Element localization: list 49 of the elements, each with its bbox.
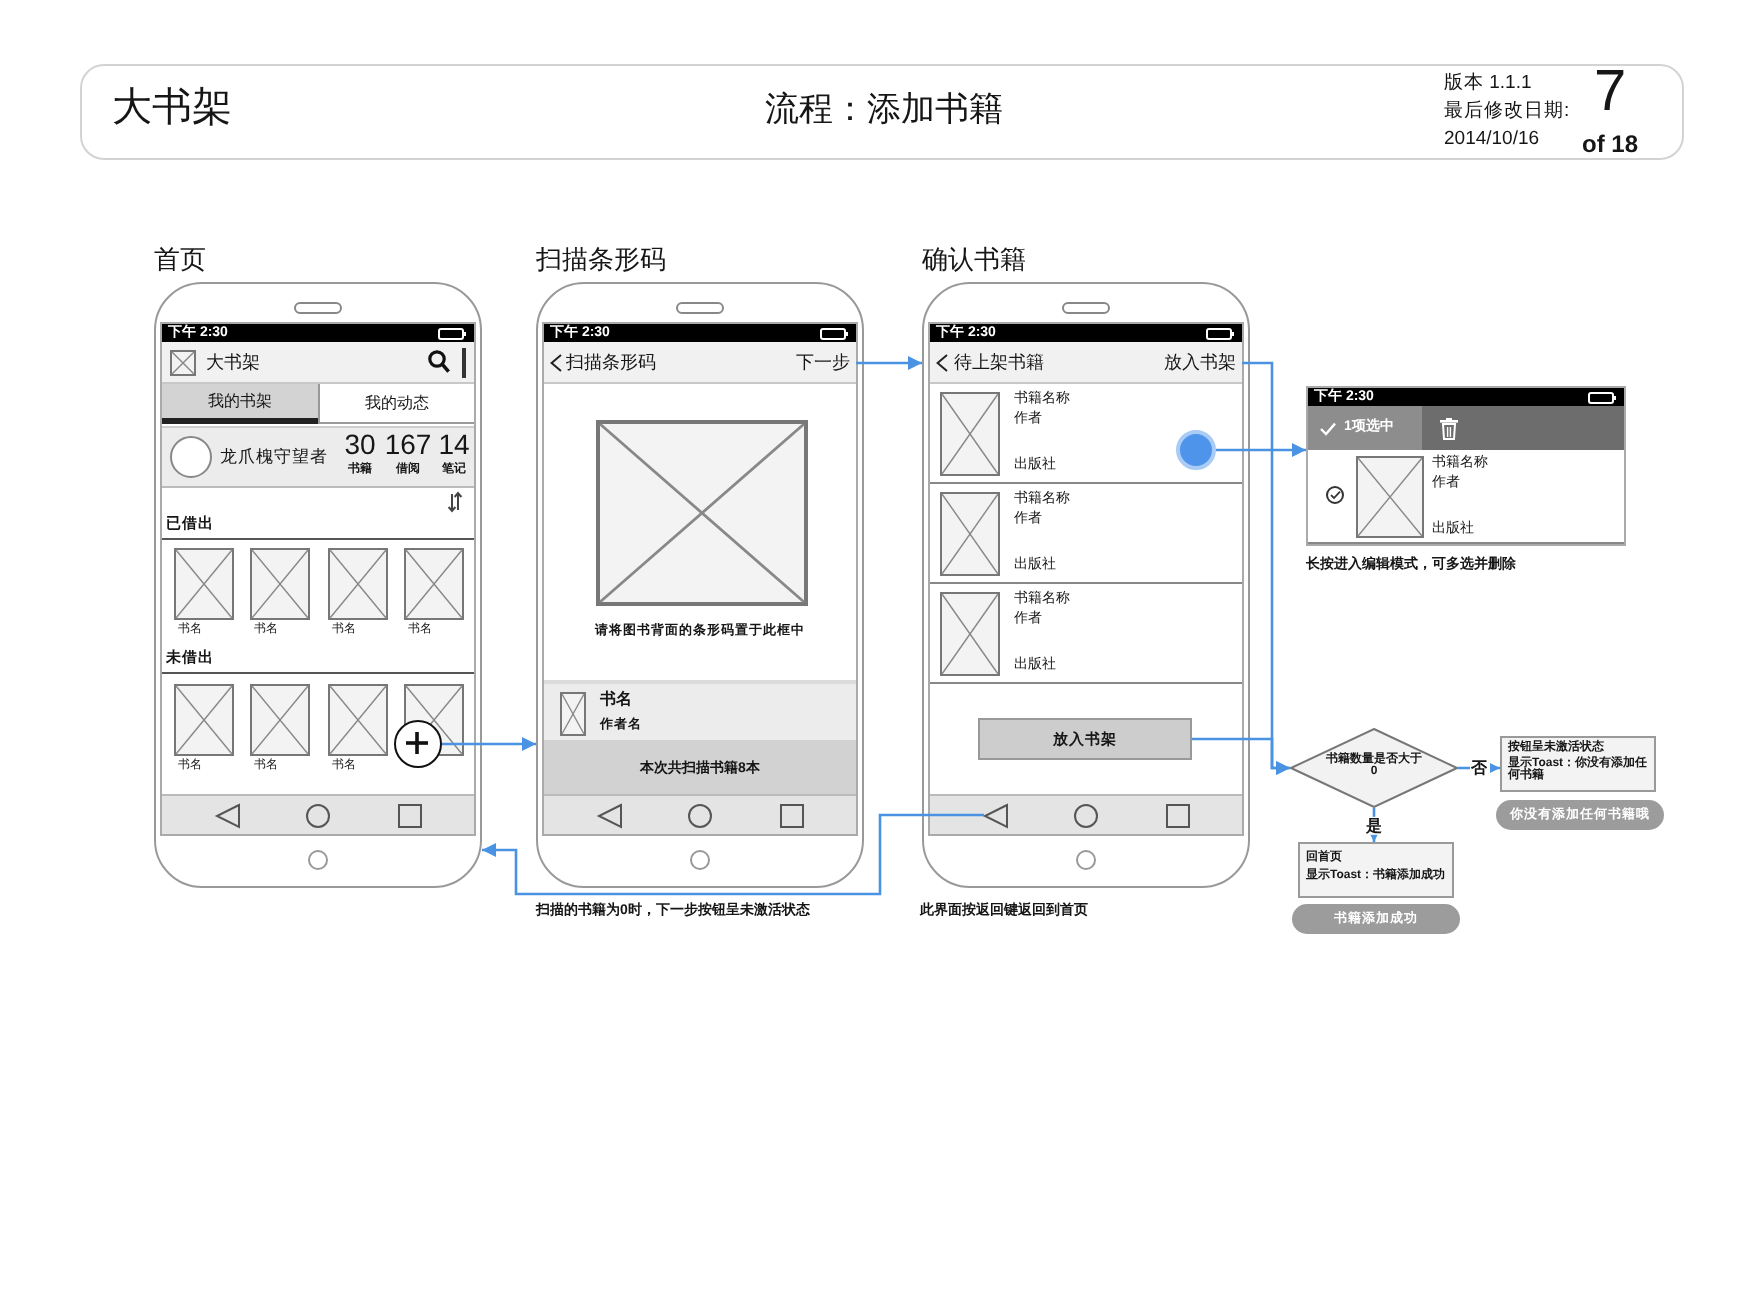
status-bar xyxy=(162,324,474,342)
arrow xyxy=(856,356,922,370)
screen-title: 首页 xyxy=(154,246,206,276)
screen-header-title: 待上架书籍 xyxy=(954,351,1044,372)
app-title: 大书架 xyxy=(206,351,260,372)
add-to-shelf-label: 放入书架 xyxy=(1164,351,1236,372)
page-title: 流程：添加书籍 xyxy=(765,90,1003,130)
page-number: 7 xyxy=(1594,60,1627,127)
tab: 我的书架 xyxy=(162,384,318,424)
app-bar xyxy=(162,342,474,384)
profile-panel xyxy=(162,426,474,488)
screen-header-title: 扫描条形码 xyxy=(566,351,656,372)
status-bar xyxy=(930,324,1242,342)
book-list-item xyxy=(930,384,1242,484)
edge-label: 是 xyxy=(1364,815,1384,835)
app-bar xyxy=(544,342,856,384)
book-list-item xyxy=(930,484,1242,584)
book-title: 书名 xyxy=(600,690,632,709)
book-list-item xyxy=(1308,450,1624,544)
touch-indicator xyxy=(1176,430,1216,470)
arrow xyxy=(1192,737,1290,775)
action-bar xyxy=(1308,406,1624,450)
arrow xyxy=(442,737,536,751)
screen-title: 确认书籍 xyxy=(922,246,1026,276)
stat-number: 14 xyxy=(438,428,470,461)
page-total: of 18 xyxy=(1582,132,1639,160)
stat-number: 30 xyxy=(344,428,376,461)
book-list-item xyxy=(930,584,1242,684)
app-bar xyxy=(930,342,1242,384)
app-name: 大书架 xyxy=(112,86,232,132)
date-label: 最后修改日期: xyxy=(1444,102,1570,124)
arrow xyxy=(482,813,984,896)
edge-label: 否 xyxy=(1469,758,1489,778)
add-button xyxy=(394,720,442,768)
back-icon xyxy=(984,803,1008,827)
process-box xyxy=(1298,842,1454,898)
arrow xyxy=(1216,443,1306,457)
user-name: 龙爪槐守望者 xyxy=(220,448,328,468)
status-bar xyxy=(1308,388,1624,406)
next-step-label: 下一步 xyxy=(796,351,850,372)
scanned-book-strip xyxy=(544,680,856,740)
date-text: 2014/10/16 xyxy=(1444,130,1540,152)
status-bar xyxy=(544,324,856,342)
process-box xyxy=(1500,736,1656,792)
decision-diamond xyxy=(1290,728,1458,808)
screen-title: 扫描条形码 xyxy=(536,246,666,276)
version-text: 版本 1.1.1 xyxy=(1444,74,1532,96)
stat-number: 167 xyxy=(384,428,432,461)
tab: 我的动态 xyxy=(318,384,474,424)
